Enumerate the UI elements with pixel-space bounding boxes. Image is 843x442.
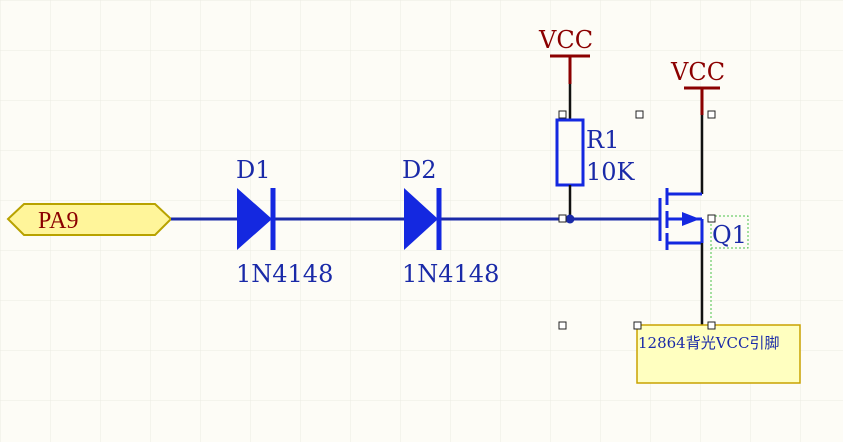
mosfet-arrow	[682, 212, 700, 226]
port-label: PA9	[38, 208, 78, 234]
r1-value: 10K	[586, 158, 636, 186]
note-text: 12864背光VCC引脚	[638, 334, 780, 352]
diode-d2[interactable]: D2 1N4148	[402, 156, 499, 288]
selection-handles	[558, 110, 716, 330]
note-box[interactable]: 12864背光VCC引脚	[636, 324, 801, 384]
power-vcc-top[interactable]: VCC	[538, 26, 593, 84]
vcc-top-label: VCC	[538, 26, 593, 54]
d1-designator: D1	[236, 156, 271, 184]
r1-designator: R1	[586, 126, 619, 154]
port-pa9[interactable]: PA9	[6, 203, 173, 236]
junction-dot	[565, 214, 575, 224]
q1-designator: Q1	[712, 221, 747, 249]
q1-selection-box	[710, 215, 749, 249]
d1-part: 1N4148	[236, 260, 333, 288]
d2-designator: D2	[402, 156, 437, 184]
power-vcc-right[interactable]: VCC	[670, 58, 725, 115]
mosfet-q1[interactable]: Q1	[658, 115, 749, 325]
d2-part: 1N4148	[402, 260, 499, 288]
vcc-right-label: VCC	[670, 58, 725, 86]
diode-d1[interactable]: D1 1N4148	[236, 156, 333, 288]
resistor-r1[interactable]: R1 10K	[555, 84, 636, 224]
